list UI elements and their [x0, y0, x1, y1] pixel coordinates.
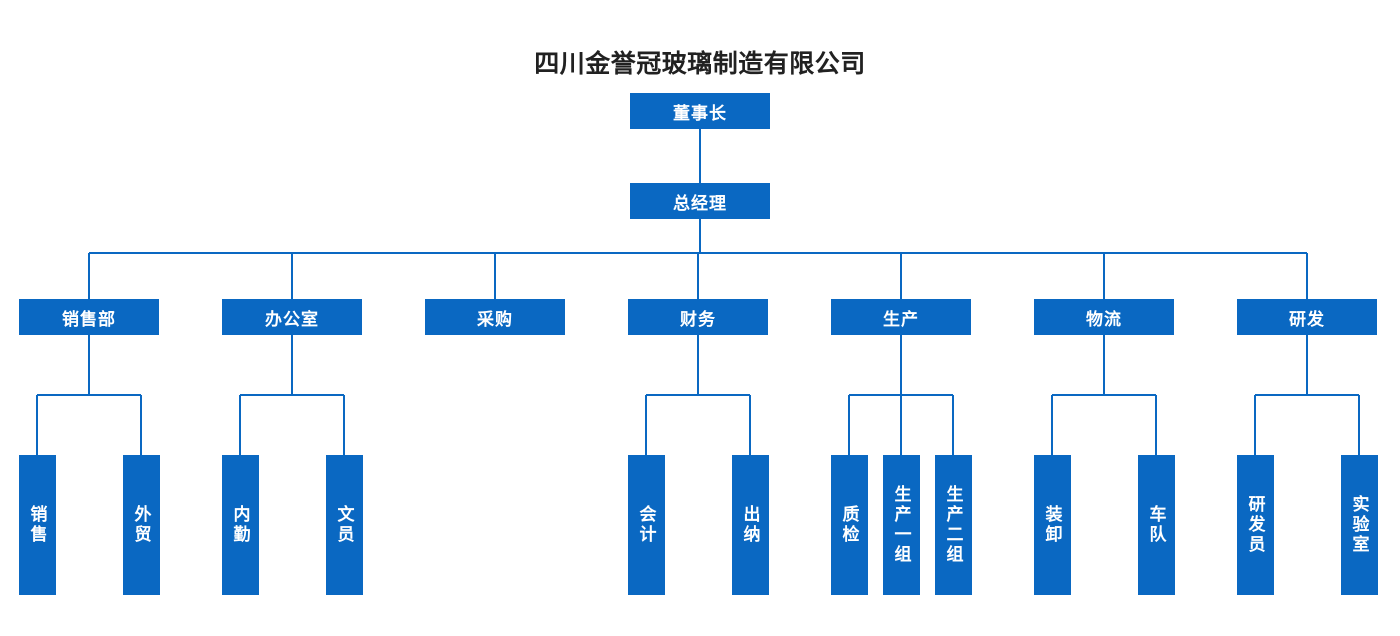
org-node-laboratory: 实验室: [1340, 455, 1378, 595]
org-node-general-manager: 总经理: [630, 183, 770, 219]
org-node-foreign-trade: 外贸: [122, 455, 160, 595]
org-node-dept-rnd: 研发: [1237, 299, 1377, 335]
org-node-quality-inspection: 质检: [830, 455, 868, 595]
org-node-dept-finance: 财务: [628, 299, 768, 335]
org-node-dept-sales: 销售部: [19, 299, 159, 335]
org-node-production-group-1: 生产一组: [882, 455, 920, 595]
org-node-production-group-2: 生产二组: [934, 455, 972, 595]
org-node-fleet: 车队: [1137, 455, 1175, 595]
org-node-dept-logistics: 物流: [1034, 299, 1174, 335]
org-node-dept-production: 生产: [831, 299, 971, 335]
org-node-internal-affairs: 内勤: [221, 455, 259, 595]
org-node-chairman: 董事长: [630, 93, 770, 129]
org-node-rnd-staff: 研发员: [1236, 455, 1274, 595]
org-node-dept-office: 办公室: [222, 299, 362, 335]
org-node-loading-unloading: 装卸: [1033, 455, 1071, 595]
chart-title: 四川金誉冠玻璃制造有限公司: [534, 50, 866, 78]
org-node-sales: 销售: [18, 455, 56, 595]
org-node-clerk: 文员: [325, 455, 363, 595]
org-node-accounting: 会计: [627, 455, 665, 595]
org-node-cashier: 出纳: [731, 455, 769, 595]
org-node-dept-purchasing: 采购: [425, 299, 565, 335]
